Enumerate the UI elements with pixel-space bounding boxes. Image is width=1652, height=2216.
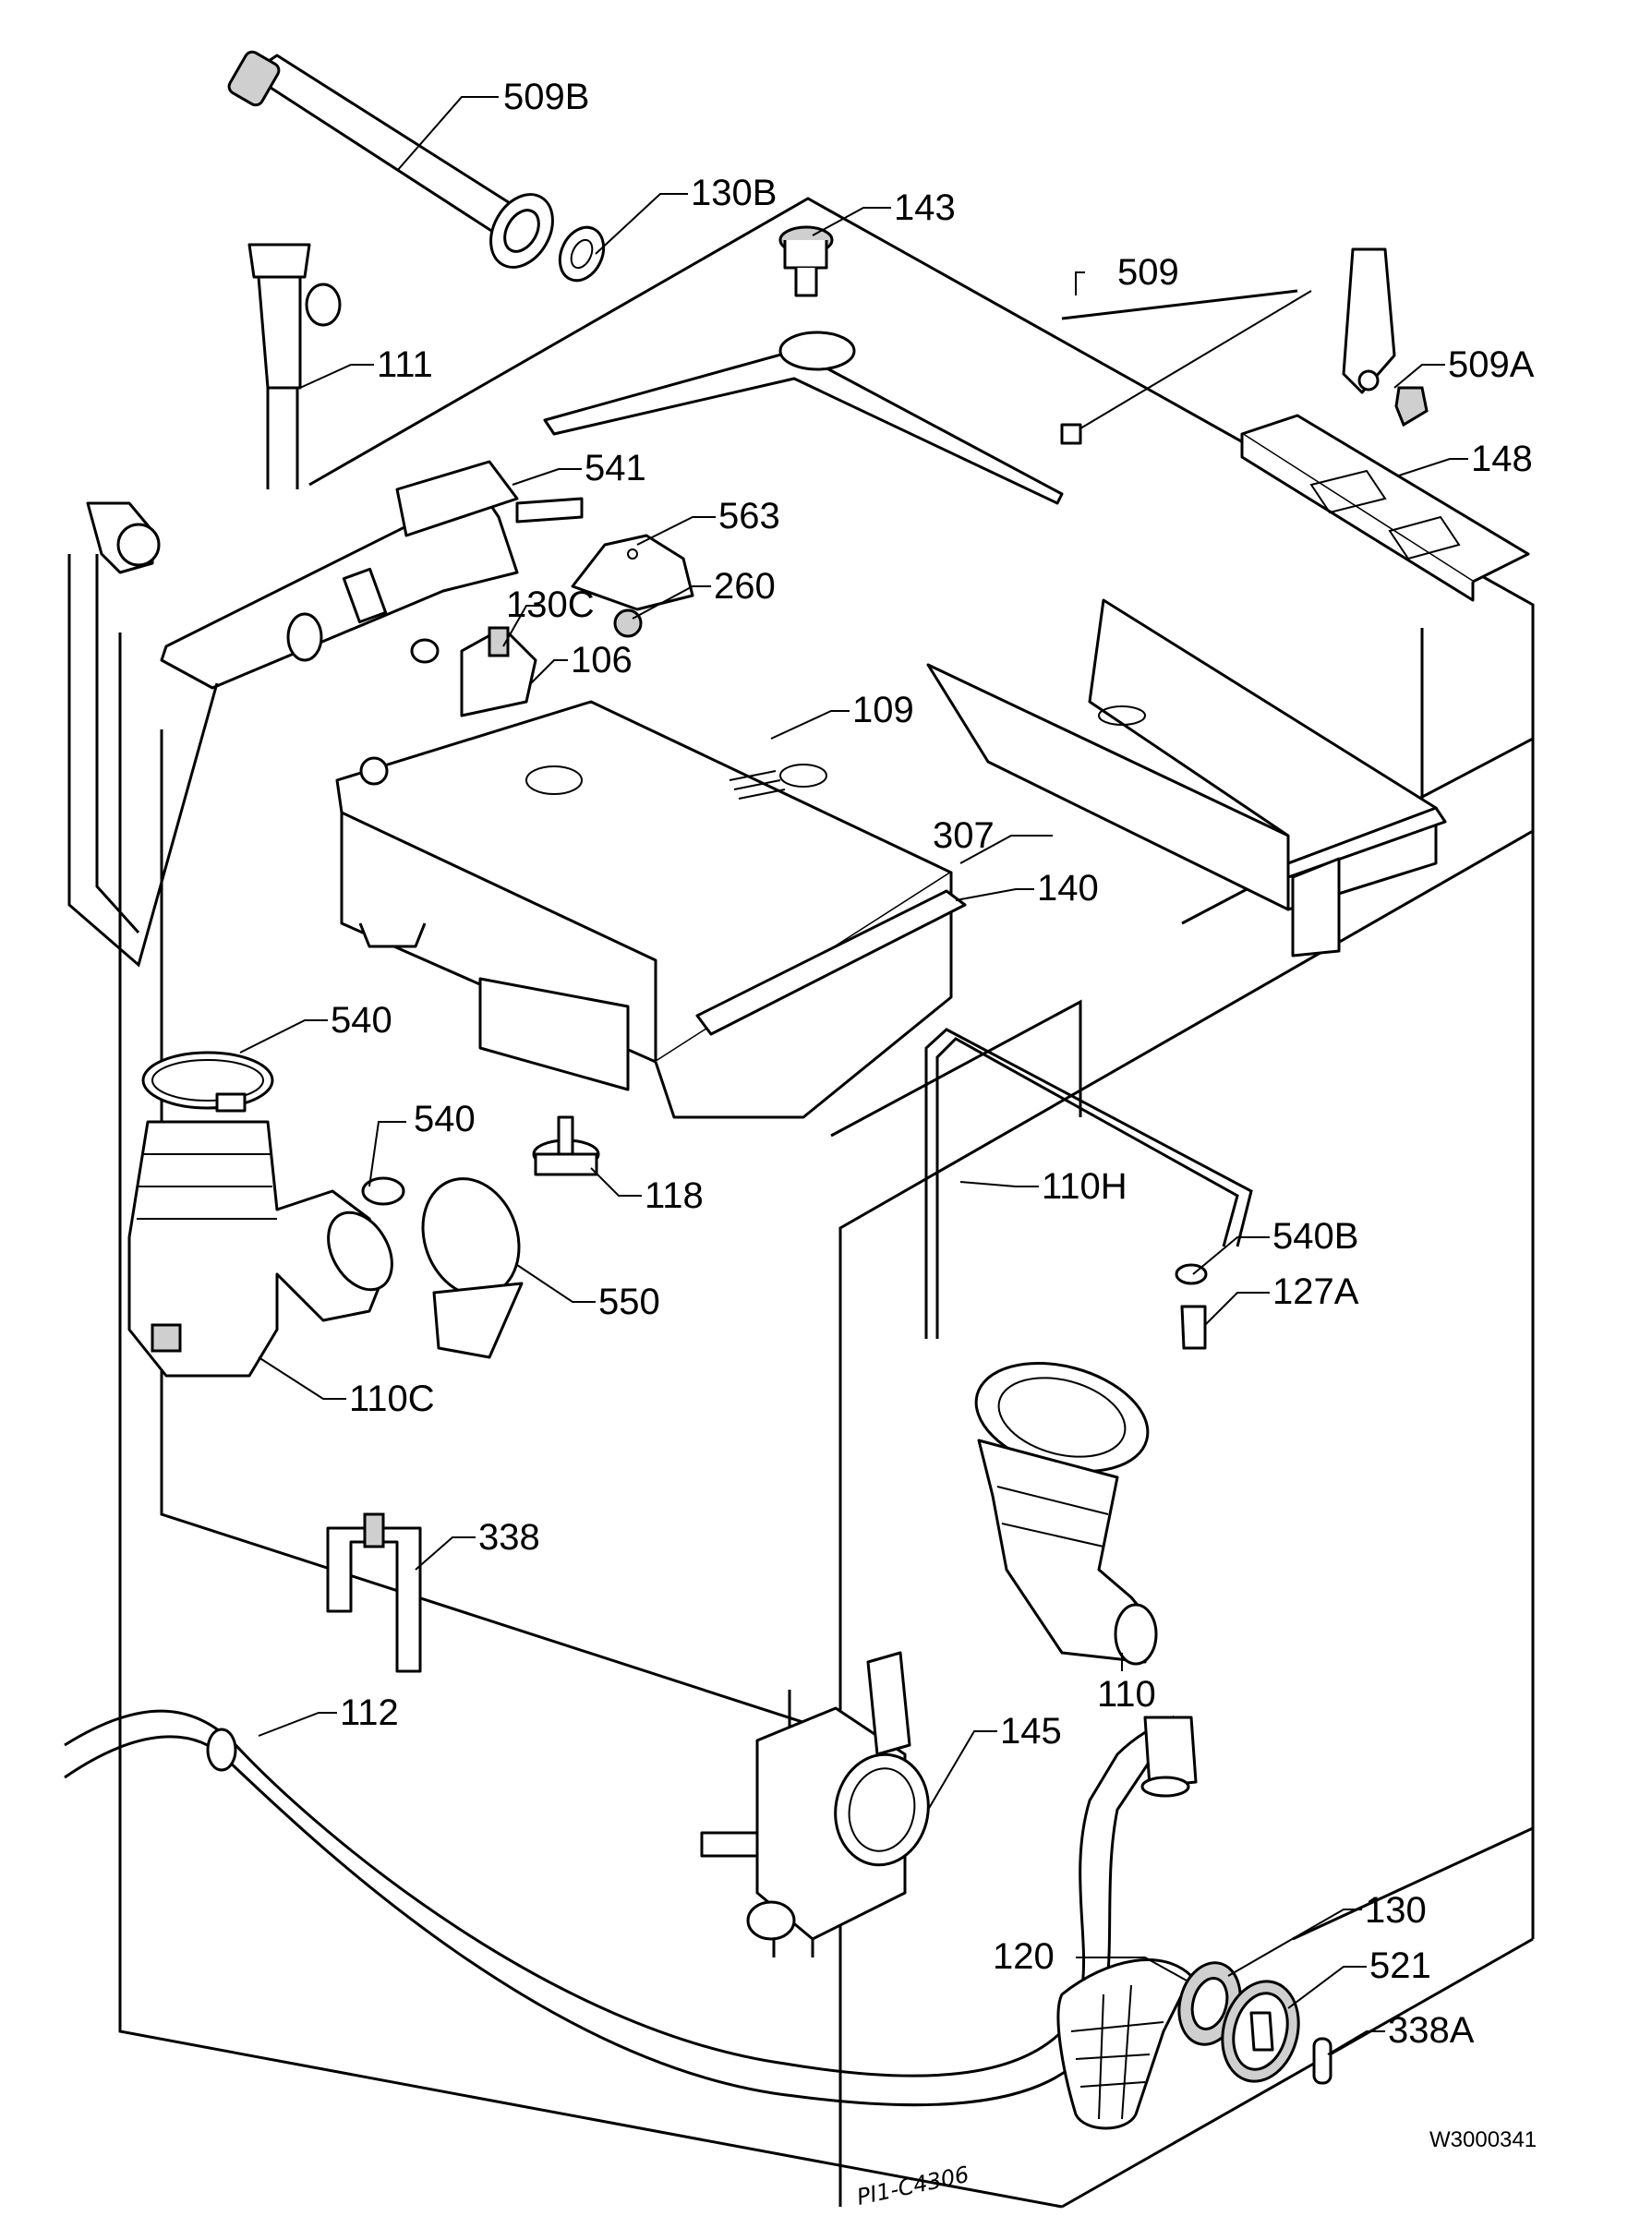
label-521: 521 (1369, 1945, 1431, 1986)
label-338A: 338A (1388, 2010, 1475, 2051)
label-109: 109 (852, 690, 914, 730)
part-509A-lever (1342, 247, 1429, 428)
label-550: 550 (598, 1282, 660, 1322)
label-127A: 127A (1272, 1271, 1359, 1312)
part-130B-seal (558, 225, 606, 283)
label-143: 143 (894, 187, 956, 228)
part-120-filter (1056, 1958, 1193, 2130)
label-563: 563 (718, 496, 780, 536)
part-106-valve (410, 626, 537, 717)
label-540-lower: 540 (414, 1099, 476, 1139)
part-509-lever-arm (543, 289, 1312, 505)
label-112: 112 (340, 1692, 399, 1733)
label-509: 509 (1117, 252, 1179, 293)
part-110H-pipe (924, 1028, 1253, 1339)
part-145-pump-housing (700, 1651, 930, 1957)
part-111-valve-hose (247, 243, 342, 489)
part-112-drain-hose (64, 1709, 1198, 2107)
part-563-cover (571, 534, 694, 611)
part-541-valve-bracket (160, 460, 584, 690)
label-260: 260 (714, 566, 776, 607)
label-509B: 509B (503, 77, 589, 117)
label-130C: 130C (506, 584, 595, 625)
label-120: 120 (993, 1936, 1055, 1977)
part-260-spring (613, 608, 643, 638)
part-140-strip (695, 889, 967, 1036)
part-509B-inlet-pipe (227, 50, 554, 269)
drawing-code: W3000341 (1429, 2127, 1537, 2152)
label-148: 148 (1471, 439, 1533, 479)
label-111: 111 (377, 344, 433, 385)
label-509A: 509A (1448, 344, 1535, 385)
label-118: 118 (645, 1175, 704, 1216)
leader-lines (239, 96, 1468, 2055)
part-labels: 509B 130B 143 509 509A 111 541 563 148 2… (331, 77, 1535, 2051)
label-307: 307 (933, 815, 995, 856)
label-145: 145 (1000, 1711, 1062, 1752)
part-110-sump-hose (974, 1361, 1158, 1666)
part-118-pulley (532, 1115, 600, 1176)
part-338-hook (326, 1512, 422, 1673)
part-307-dispenser-drawer (926, 598, 1447, 957)
label-110H: 110H (1042, 1166, 1127, 1207)
part-521-cap (1221, 1980, 1300, 2083)
part-127A-nozzle (1180, 1305, 1207, 1350)
part-148-dispenser-cover (1240, 414, 1530, 602)
label-140: 140 (1037, 868, 1099, 909)
label-110C: 110C (349, 1379, 435, 1419)
part-540-small-clamp (361, 1176, 405, 1206)
label-130B: 130B (691, 173, 777, 213)
part-550-clip (421, 1177, 524, 1359)
part-143-knob (778, 225, 834, 297)
label-541: 541 (585, 448, 646, 488)
part-540-clamp (141, 1051, 274, 1113)
label-540B: 540B (1272, 1216, 1358, 1257)
label-130: 130 (1365, 1890, 1427, 1931)
part-110C-hose (127, 1120, 393, 1378)
part-541-left-hose (67, 501, 219, 968)
handwritten-note: PI1-C4306 (854, 2162, 971, 2210)
label-110: 110 (1097, 1674, 1156, 1715)
label-106: 106 (571, 640, 633, 680)
label-338: 338 (478, 1517, 540, 1558)
label-540-upper: 540 (331, 1000, 392, 1041)
part-109-tub-top (335, 700, 953, 1119)
part-338A-pin (1312, 2037, 1332, 2085)
